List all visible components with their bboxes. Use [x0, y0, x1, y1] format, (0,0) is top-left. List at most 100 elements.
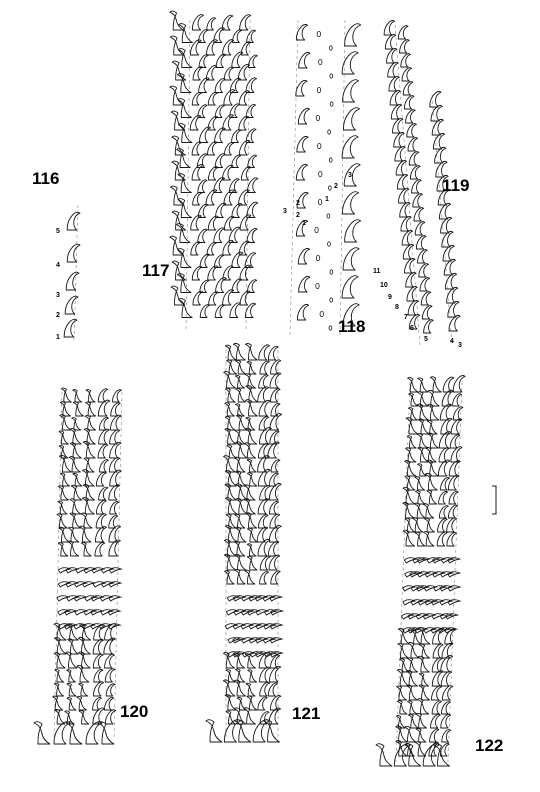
fig121-tooth — [245, 512, 258, 529]
fig118-tooth-base — [327, 241, 331, 247]
fig119-tooth — [399, 39, 410, 54]
fig120-tooth — [72, 389, 83, 403]
fig122-tooth — [431, 670, 444, 687]
fig117-tooth — [199, 253, 211, 268]
fig122-tooth — [405, 417, 419, 435]
fig118-tooth-base — [318, 58, 323, 66]
fig122-tooth — [441, 389, 454, 407]
fig119-tooth — [434, 146, 447, 164]
fig121-tooth — [245, 416, 256, 431]
fig120-tooth — [53, 682, 65, 697]
fig121-band-tooth — [225, 609, 240, 616]
fig121-tooth — [245, 399, 258, 417]
fig120-band-tooth — [100, 567, 115, 574]
fig118-tooth-base — [315, 282, 320, 290]
fig118-row-number: 2 — [296, 212, 300, 219]
fig117-tooth — [247, 54, 258, 68]
fig118-tooth — [295, 79, 308, 97]
fig120-tooth — [67, 540, 80, 557]
fig117-tooth — [171, 260, 187, 281]
figure-label-119: 119 — [442, 176, 470, 195]
fig117-tooth — [222, 39, 235, 56]
fig120-band-tooth — [108, 595, 123, 602]
fig117-tooth — [213, 227, 225, 243]
fig121-tooth — [268, 483, 282, 501]
fig117-tooth — [196, 153, 208, 168]
fig119-tooth — [402, 244, 415, 260]
fig122-band-tooth — [409, 571, 424, 578]
fig121-tooth — [222, 679, 236, 697]
fig122-band-tooth — [439, 571, 455, 578]
fig122-band-tooth — [410, 585, 425, 592]
fig122-tooth — [417, 418, 430, 435]
fig120-tooth — [92, 638, 105, 655]
fig118-guide-line — [289, 19, 299, 336]
fig117-tooth — [205, 64, 218, 81]
fig119-tooth — [441, 230, 454, 248]
fig121-tooth — [259, 360, 270, 375]
fig121-tooth — [256, 526, 269, 543]
fig118-tooth — [341, 275, 359, 299]
fig120-tooth — [108, 515, 119, 529]
fig118-tooth — [297, 107, 310, 125]
fig122-tooth — [417, 655, 430, 673]
fig120-tooth — [83, 457, 95, 473]
fig120-tooth — [104, 653, 115, 669]
fig117-tooth — [189, 114, 202, 131]
fig120-tooth — [71, 417, 82, 431]
figure-label-118: 118 — [338, 317, 366, 336]
fig121-tooth — [223, 553, 237, 571]
fig120-tooth — [109, 501, 120, 515]
fig119-tooth — [421, 305, 433, 320]
fig120-tooth — [97, 443, 109, 459]
fig119-tooth — [411, 179, 422, 194]
fig121-tooth — [233, 707, 247, 725]
fig120-basal-tooth — [85, 721, 103, 745]
fig119-row-number: 6 — [410, 325, 414, 332]
fig121-band-tooth — [262, 637, 277, 644]
fig117-tooth — [178, 23, 193, 43]
fig120-tooth — [109, 469, 122, 487]
fig121-tooth — [234, 513, 246, 529]
fig122-tooth — [429, 376, 442, 393]
fig122-tooth — [441, 642, 454, 659]
fig117-tooth — [177, 48, 193, 68]
fig119-tooth — [431, 118, 444, 136]
fig122-tooth — [415, 727, 427, 743]
fig121-band-tooth — [226, 651, 242, 658]
fig117-tooth — [189, 39, 202, 56]
fig122-tooth — [444, 628, 457, 645]
fig120-tooth — [60, 387, 72, 403]
fig121-tooth — [258, 399, 271, 417]
fig117-tooth — [177, 123, 193, 143]
fig117-tooth — [246, 177, 259, 193]
fig120-tooth — [64, 710, 75, 725]
fig122-band-tooth — [415, 585, 431, 592]
fig121-band-tooth — [227, 637, 242, 644]
fig117-tooth — [222, 164, 234, 181]
fig117-tooth — [244, 252, 257, 268]
fig117-tooth — [214, 78, 226, 93]
fig121-band-tooth — [255, 609, 270, 616]
fig119-tooth — [393, 132, 405, 148]
fig119-tooth — [440, 216, 453, 234]
scale-bar — [492, 485, 497, 515]
fig121-tooth — [267, 682, 279, 697]
fig122-band-tooth — [416, 571, 432, 578]
fig118-tooth — [298, 51, 311, 69]
fig118-tooth-base — [316, 30, 321, 38]
fig122-tooth — [424, 472, 438, 491]
fig120-tooth — [67, 638, 79, 655]
fig122-tooth — [426, 419, 438, 435]
fig120-tooth — [56, 513, 68, 529]
fig117-tooth — [238, 90, 250, 106]
fig117-tooth — [214, 153, 226, 168]
fig117-tooth — [171, 160, 186, 181]
fig118-row-number: 1 — [325, 196, 329, 203]
fig121-band-tooth — [240, 609, 255, 616]
fig121-tooth — [235, 414, 248, 431]
fig122-tooth — [440, 655, 454, 673]
fig122-tooth — [415, 712, 427, 729]
fig122-tooth — [452, 375, 466, 393]
fig117-tooth — [240, 166, 252, 181]
